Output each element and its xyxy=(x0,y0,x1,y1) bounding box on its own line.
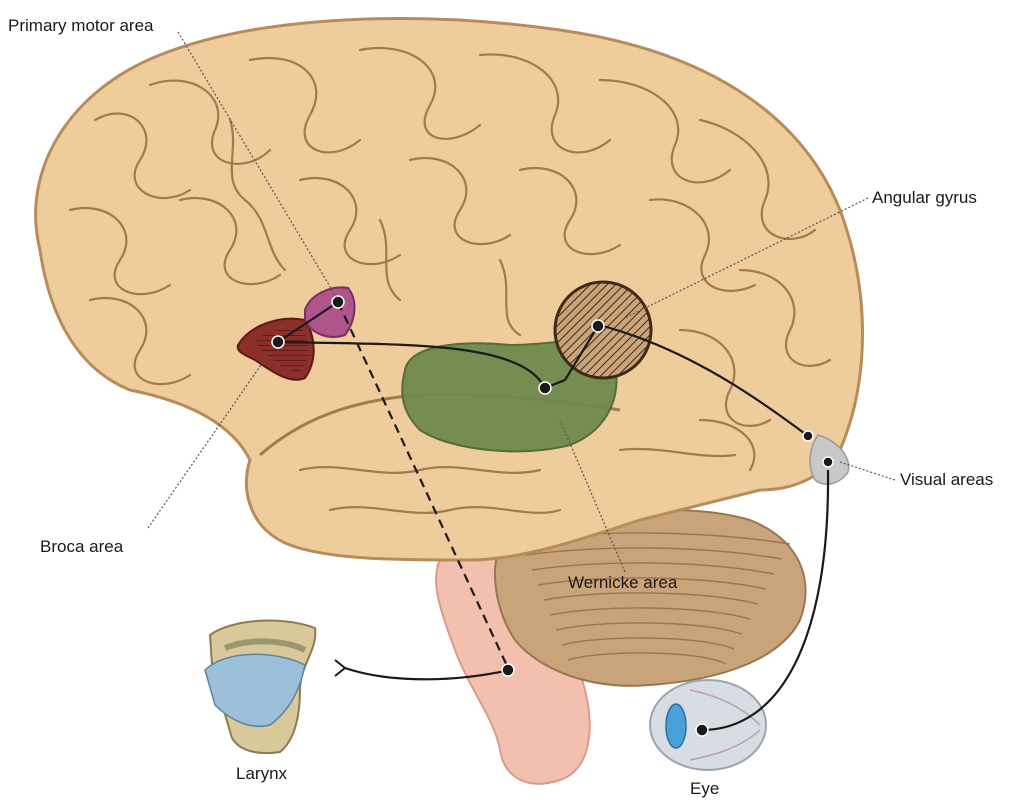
sulcus-line xyxy=(358,47,482,140)
leader-angular-gyrus xyxy=(624,197,869,319)
label-broca-area: Broca area xyxy=(40,537,124,556)
sulcus-line xyxy=(698,418,756,472)
leader-primary-motor xyxy=(177,31,339,301)
node-brainstem xyxy=(501,663,515,677)
sulcus-line xyxy=(298,466,542,474)
cerebellum-folium xyxy=(537,577,767,590)
sulcus-line xyxy=(738,268,832,367)
node-eye xyxy=(695,723,709,737)
cerebellum-folium xyxy=(549,607,751,620)
sulcus-line xyxy=(678,328,772,427)
sulcus-line xyxy=(88,297,192,386)
node-angular xyxy=(591,319,605,333)
broca-area-hatch xyxy=(255,328,308,372)
pathway-wernicke-to-broca xyxy=(279,340,546,389)
label-larynx: Larynx xyxy=(236,764,288,783)
pathway-eye-to-visual xyxy=(701,469,830,732)
neural-pathways xyxy=(277,301,830,732)
node-wernicke xyxy=(538,381,552,395)
sulcus-line xyxy=(378,218,402,302)
sulcus-line xyxy=(618,447,737,458)
cerebellum-folium xyxy=(531,562,775,575)
sulcus-line xyxy=(698,118,817,240)
pathway-visual-to-angular xyxy=(602,324,809,437)
sulcus-line xyxy=(648,198,757,292)
pathway-larynx-nerve xyxy=(344,666,511,681)
sulcus-line xyxy=(228,118,287,272)
leader-visual-areas xyxy=(839,461,896,481)
larynx-illustration xyxy=(204,619,317,755)
leader-wernicke xyxy=(559,419,626,573)
sulcus-line xyxy=(498,258,522,337)
cerebellum-folium xyxy=(543,592,759,605)
sulcus-line xyxy=(518,167,622,256)
node-broca xyxy=(271,335,285,349)
pathway-broca-to-motor xyxy=(277,301,339,343)
label-primary-motor-area: Primary motor area xyxy=(8,16,154,35)
label-eye: Eye xyxy=(690,779,720,798)
label-wernicke-area: Wernicke area xyxy=(568,573,678,592)
label-visual-areas: Visual areas xyxy=(900,470,994,489)
sulcus-line xyxy=(178,197,282,286)
sulcus-line xyxy=(328,506,562,514)
cerebellum-folium xyxy=(567,652,727,665)
relay-nodes xyxy=(271,295,834,737)
sulcus-line xyxy=(408,157,512,246)
sulcus-line xyxy=(148,79,272,165)
label-angular-gyrus: Angular gyrus xyxy=(872,188,977,207)
node-motor xyxy=(331,295,345,309)
sulcus-line xyxy=(93,112,192,200)
eye-illustration xyxy=(649,679,767,771)
sulcus-line xyxy=(248,57,362,154)
cerebral-cortex xyxy=(34,17,864,562)
larynx-nerve-ending xyxy=(334,659,346,677)
sulcus-line xyxy=(68,207,172,296)
cerebellum-folium xyxy=(555,622,743,635)
node-visual-2 xyxy=(822,456,834,468)
pathway-motor-to-larynx xyxy=(337,301,509,669)
node-visual xyxy=(802,430,814,442)
pathway-angular-to-wernicke xyxy=(544,325,599,390)
wernicke-area-region xyxy=(401,339,618,453)
sulcus-line xyxy=(478,53,612,154)
cerebellum-folium xyxy=(561,637,735,650)
cerebellum-folium xyxy=(525,547,783,560)
sulcus-line xyxy=(598,78,732,184)
sulcus-line xyxy=(298,177,402,266)
leader-lines xyxy=(147,31,896,573)
